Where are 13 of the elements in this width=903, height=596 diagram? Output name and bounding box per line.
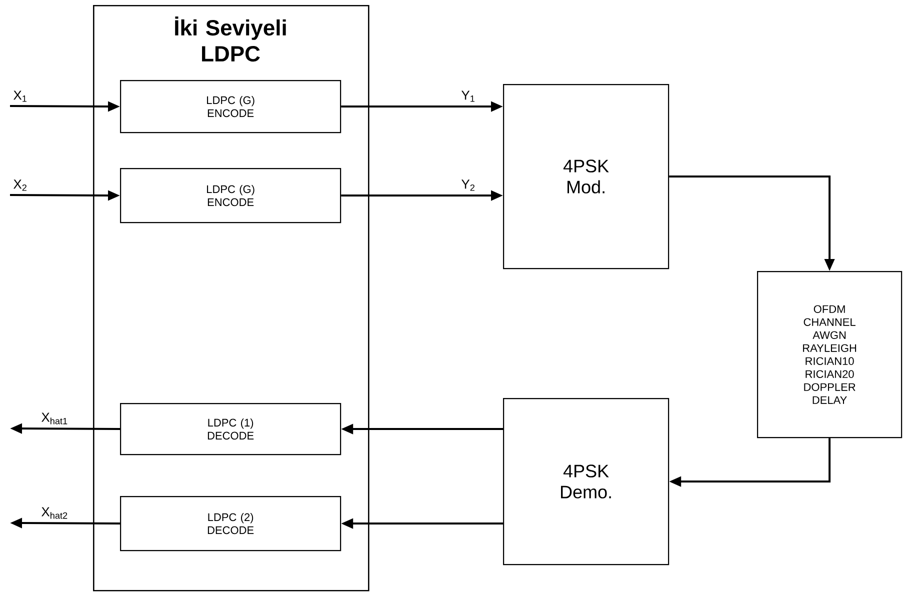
process-box: LDPC (1) DECODE [120,403,342,456]
process-box: OFDM CHANNEL AWGN RAYLEIGH RICIAN10 RICIAN20 DOPPLER DELAY [757,271,902,438]
process-box: 4PSK Mod. [503,84,670,270]
edge-label: Y$_{2}$ [461,180,474,191]
process-box: LDPC (G) ENCODE [120,168,342,224]
edge-label: X$_{1}$ [14,90,26,102]
process-box: LDPC (2) DECODE [120,496,342,552]
process-box: 4PSK Demo. [503,398,670,566]
edge-label: X$_{hat1}$ [42,412,68,424]
process-box: LDPC (G) ENCODE [120,80,342,134]
edge-label: Y$_{1}$ [461,90,474,102]
edge-label: X$_{hat2}$ [42,507,68,519]
edge-label: X$_{2}$ [14,180,26,191]
